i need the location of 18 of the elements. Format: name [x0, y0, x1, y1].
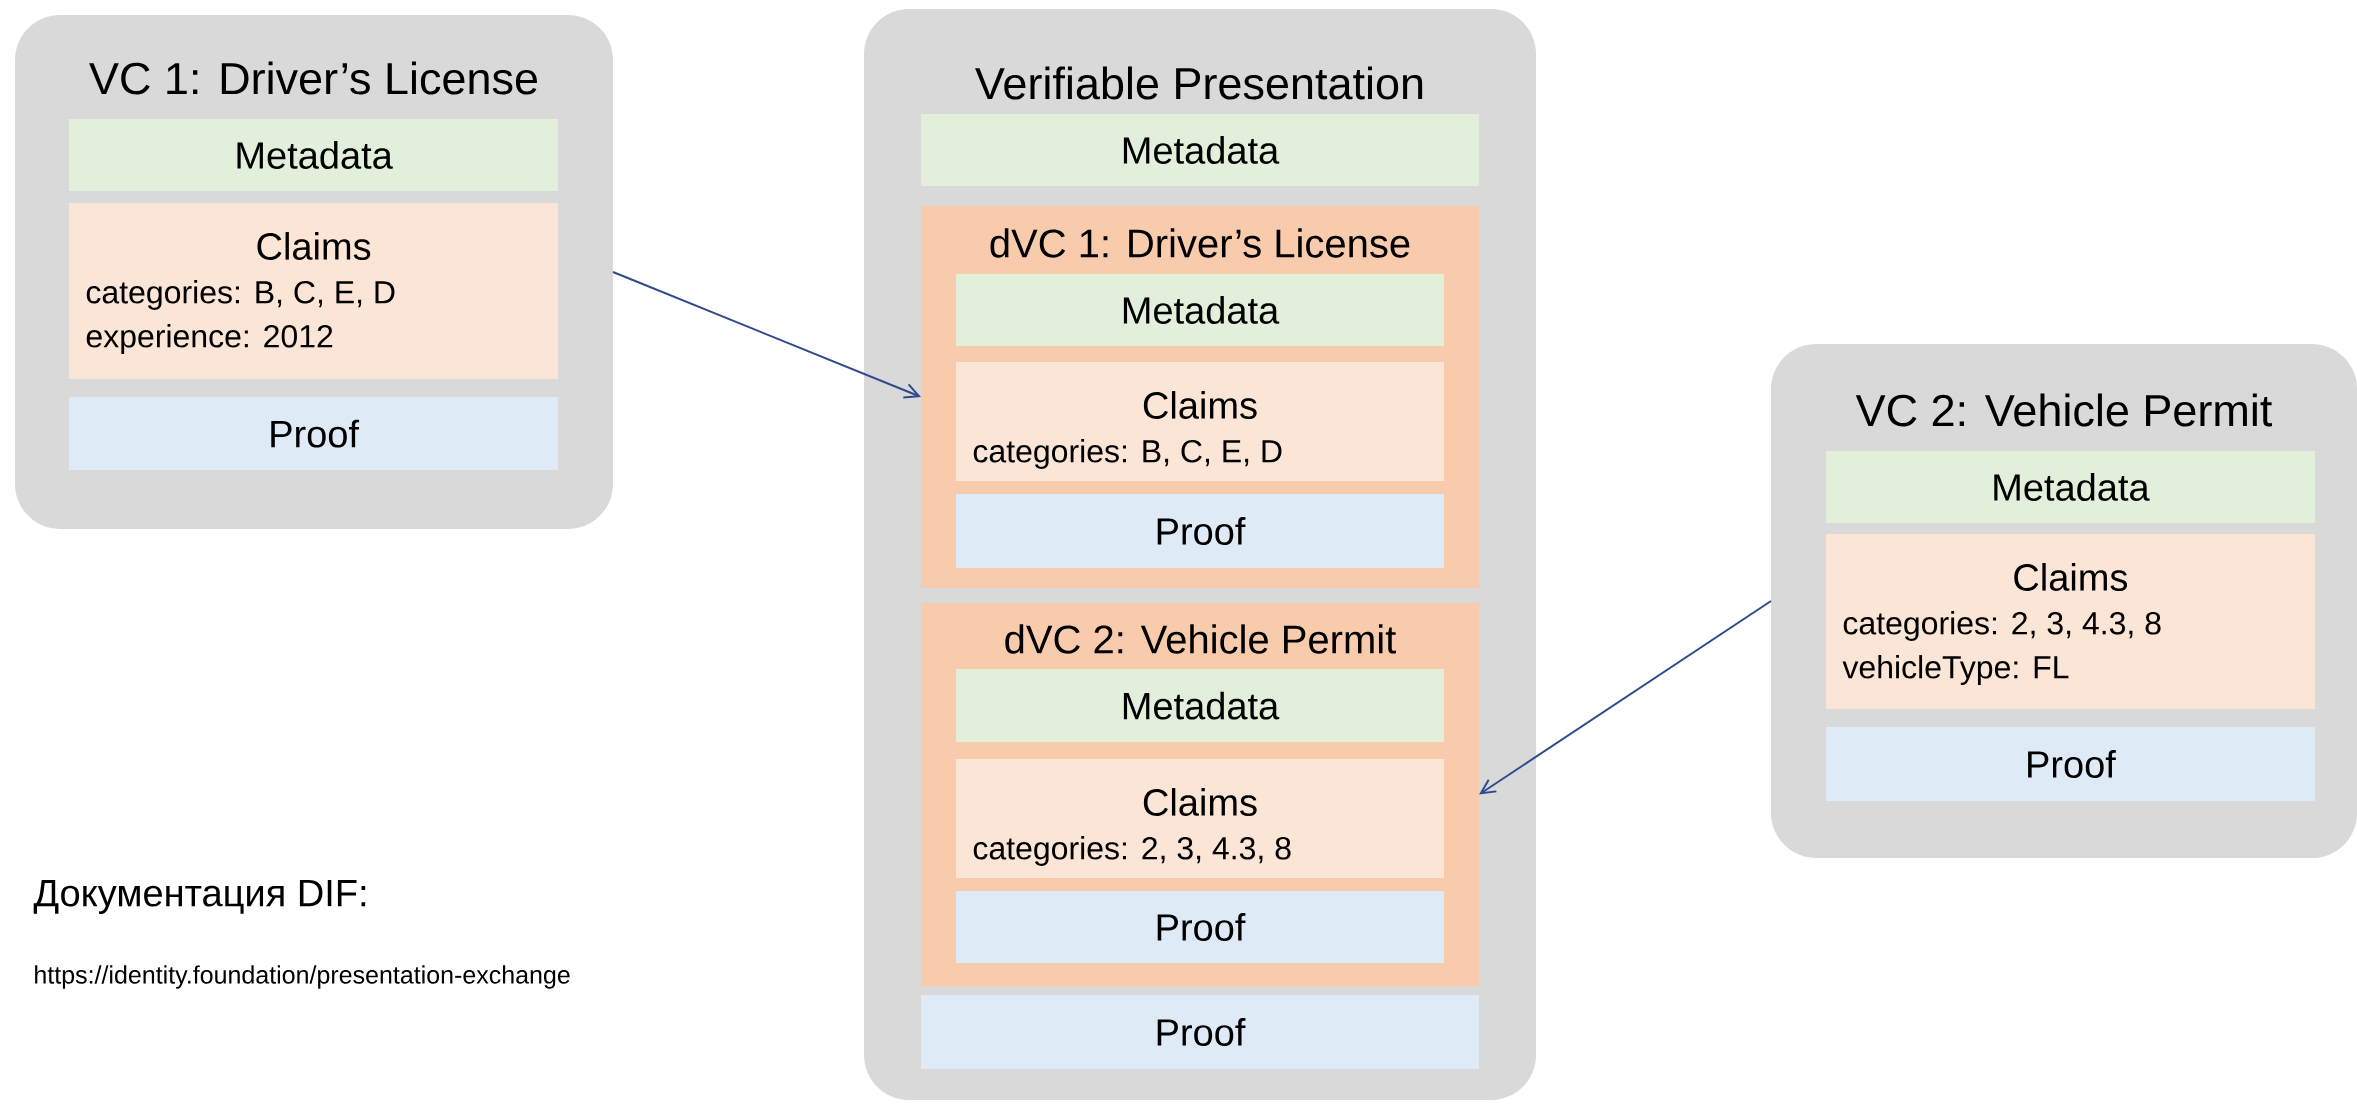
claims-box: Claims categories: 2, 3, 4.3, 8: [956, 759, 1444, 878]
arrow: [612, 271, 921, 399]
claims-box: Claims categories: B, C, E, D: [956, 362, 1444, 481]
metadata-box: Metadata: [956, 669, 1444, 742]
claims-box: Claims categories: 2, 3, 4.3, 8 vehicleType: FL: [1826, 534, 2315, 709]
proof-box: Proof: [921, 995, 1479, 1069]
proof-box: Proof: [956, 891, 1444, 963]
url-text: https://identity.foundation/presentation-exchange: [35, 965, 570, 989]
proof-box: Proof: [69, 397, 558, 470]
metadata-box: Metadata: [921, 114, 1479, 186]
metadata-box: Metadata: [69, 119, 558, 191]
metadata-box: Metadata: [956, 274, 1444, 346]
metadata-box: Metadata: [1826, 451, 2315, 523]
claims-box: Claims categories: B, C, E, D experience: 2012: [69, 203, 558, 379]
arrow: [1479, 600, 1772, 795]
heading: Документация DIF:: [33, 880, 366, 914]
proof-box: Proof: [1826, 727, 2315, 801]
proof-box: Proof: [956, 494, 1444, 568]
